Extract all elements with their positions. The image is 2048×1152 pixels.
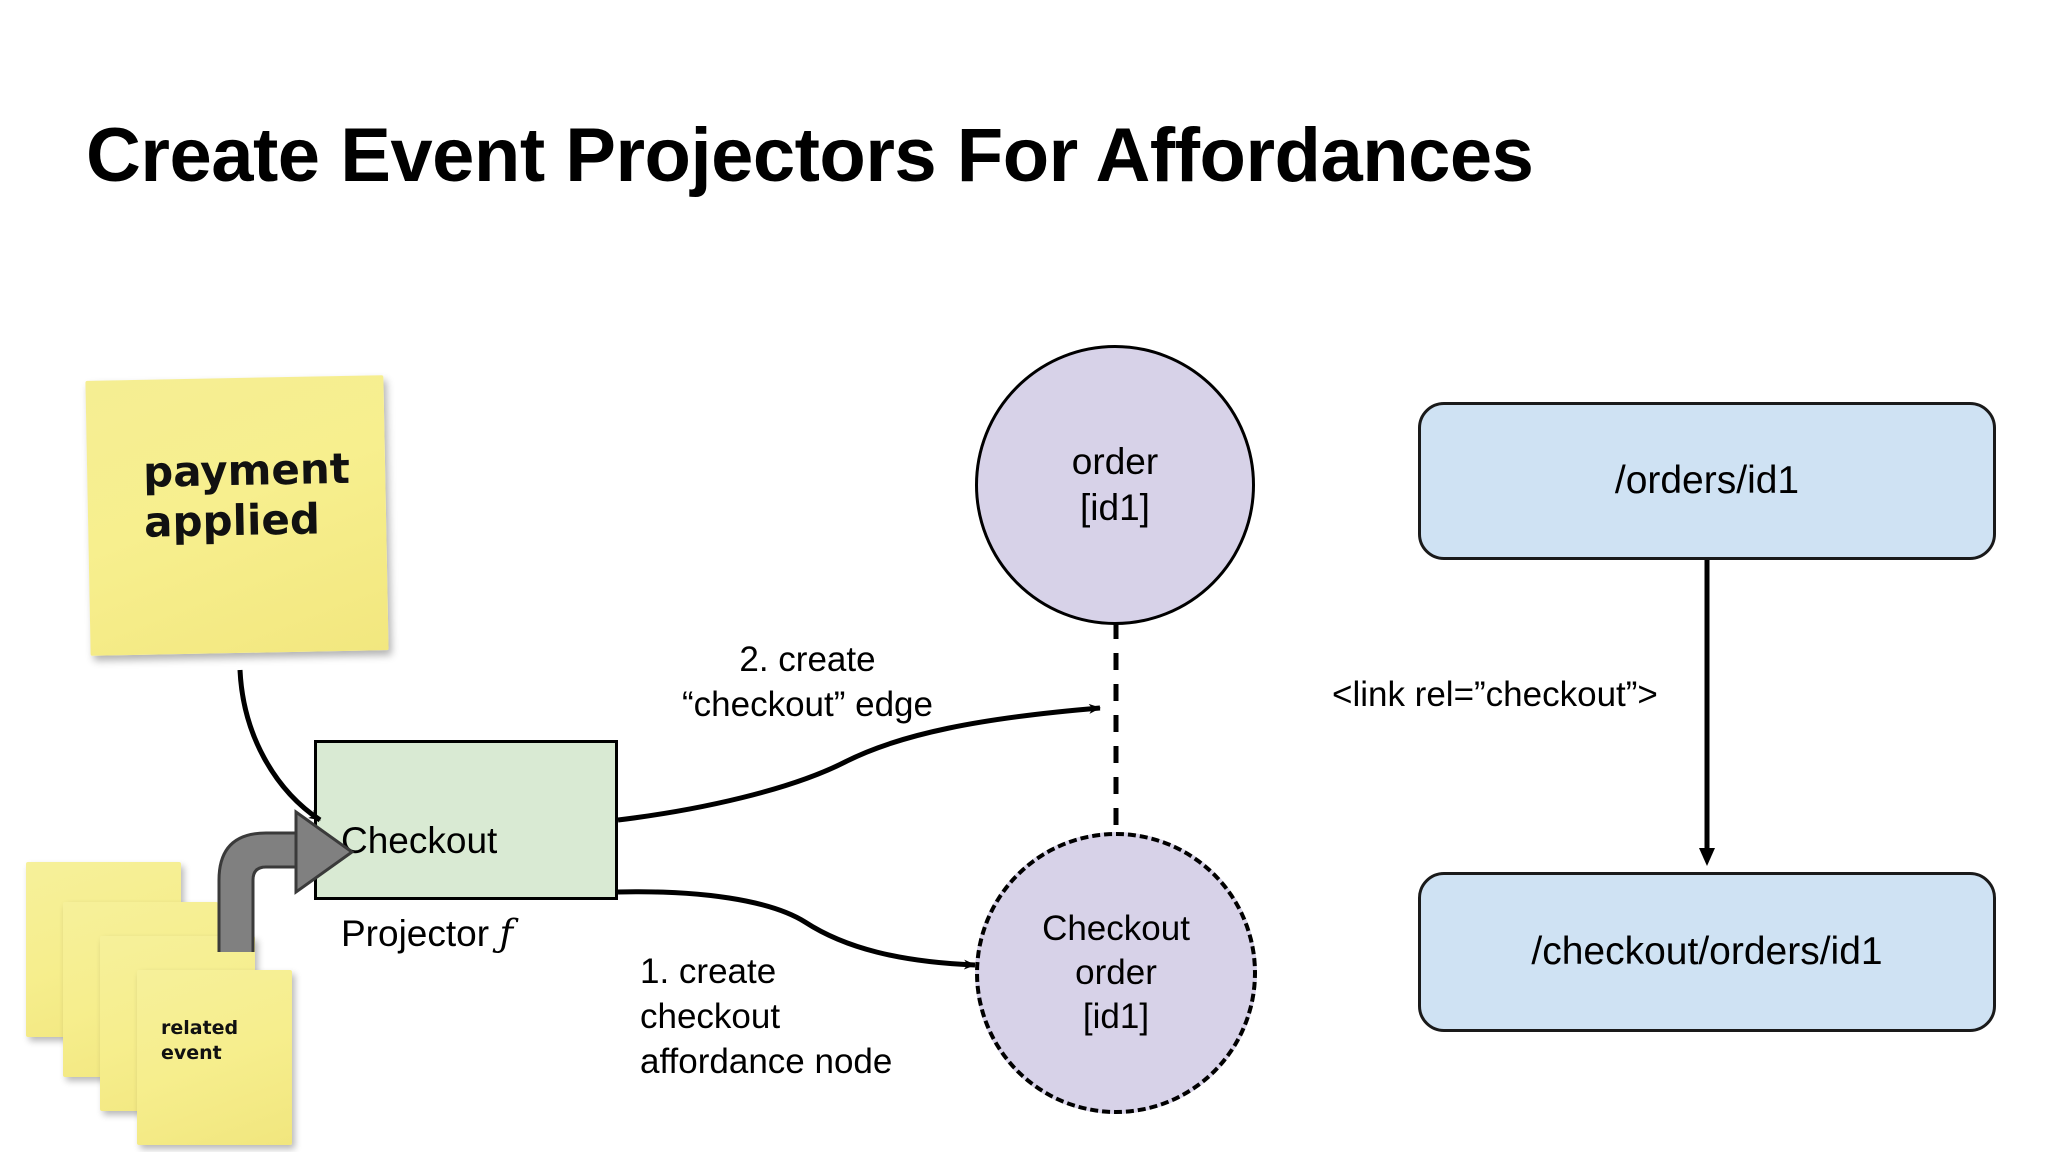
label-step-2-create-checkout-edge: 2. create “checkout” edge [682,640,933,724]
stack-note-front-text: related event [161,1017,239,1064]
node-checkout-order-label: Checkout order [id1] [1042,909,1190,1036]
label-step-1-create-affordance-node: 1. create checkout affordance node [640,952,893,1081]
connector-event-to-projector [237,669,322,823]
projector-line-1: Checkout [341,819,498,861]
page-title: Create Event Projectors For Affordances [86,113,1534,198]
api-resource-orders: /orders/id1 [1418,402,1996,560]
api-resource-checkout-orders-path: /checkout/orders/id1 [1531,930,1883,973]
sticky-note-payment-applied: payment applied [85,375,389,656]
node-order: order [id1] [975,345,1255,625]
node-order-label: order [id1] [1071,440,1159,528]
label-link-rel-checkout: <link rel=”checkout”> [1332,675,1658,714]
projector-line-2: Projector [341,912,500,954]
function-symbol: ƒ [499,911,514,955]
api-resource-checkout-orders: /checkout/orders/id1 [1418,872,1996,1032]
checkout-projector-label: Checkout Projector ƒ [341,771,513,957]
sticky-note-text: payment applied [142,443,351,547]
api-resource-orders-path: /orders/id1 [1614,459,1800,502]
stack-note-front: related event [137,970,292,1145]
sticky-note-stack: related event [26,862,316,1145]
node-checkout-order: Checkout order [id1] [975,832,1257,1114]
checkout-projector-box: Checkout Projector ƒ [314,740,618,955]
